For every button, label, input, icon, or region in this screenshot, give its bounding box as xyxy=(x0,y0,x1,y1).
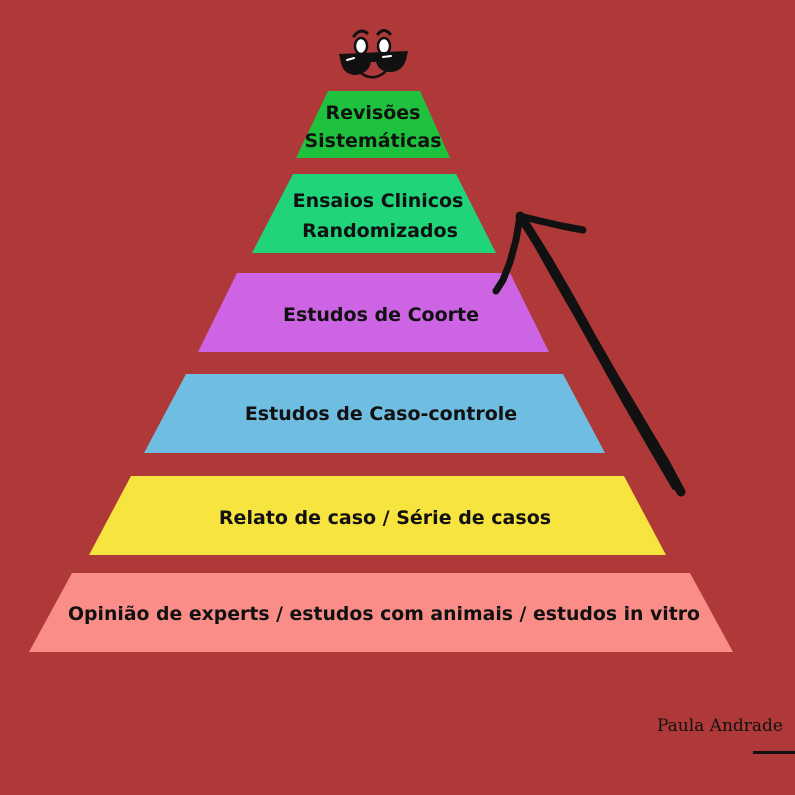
arrow-head-left xyxy=(492,212,524,295)
mascot-sunglasses xyxy=(339,51,408,75)
tier-label-expert-opinion: Opinião de experts / estudos com animais… xyxy=(68,603,700,625)
tier-shape-systematic-reviews xyxy=(296,91,450,158)
arrow-head-right xyxy=(516,212,587,234)
author-underline xyxy=(753,751,795,754)
tier-label-systematic-reviews: Revisões xyxy=(326,102,421,124)
tier-shape-randomized-trials xyxy=(252,174,496,253)
mascot-right-eye xyxy=(376,36,392,56)
arrow-shaft xyxy=(515,211,686,497)
tier-label-randomized-trials: Ensaios Clinicos xyxy=(293,190,464,212)
tier-shape-case-control xyxy=(144,374,605,453)
tier-label-systematic-reviews-line2: Sistemáticas xyxy=(304,130,441,152)
author-signature: Paula Andrade xyxy=(656,716,783,736)
mascot-right-brow xyxy=(376,29,392,36)
mascot-left-eye xyxy=(353,36,369,56)
tier-shape-cohort-studies xyxy=(198,273,549,352)
tier-label-randomized-trials-line2: Randomizados xyxy=(302,220,458,242)
hand-drawn-up-arrow-icon xyxy=(492,211,686,497)
mascot-left-brow xyxy=(352,29,369,38)
tier-label-case-control: Estudos de Caso-controle xyxy=(245,403,517,425)
tier-shape-case-reports xyxy=(89,476,666,555)
mascot-sunglasses-shine xyxy=(346,55,392,61)
mascot-smile xyxy=(359,70,387,79)
tier-shape-expert-opinion xyxy=(29,573,733,652)
tier-label-case-reports: Relato de caso / Série de casos xyxy=(219,507,551,529)
tier-label-cohort-studies: Estudos de Coorte xyxy=(283,304,479,326)
arrow-shaft-texture xyxy=(531,238,676,490)
sunglasses-emoji-icon xyxy=(339,29,408,79)
